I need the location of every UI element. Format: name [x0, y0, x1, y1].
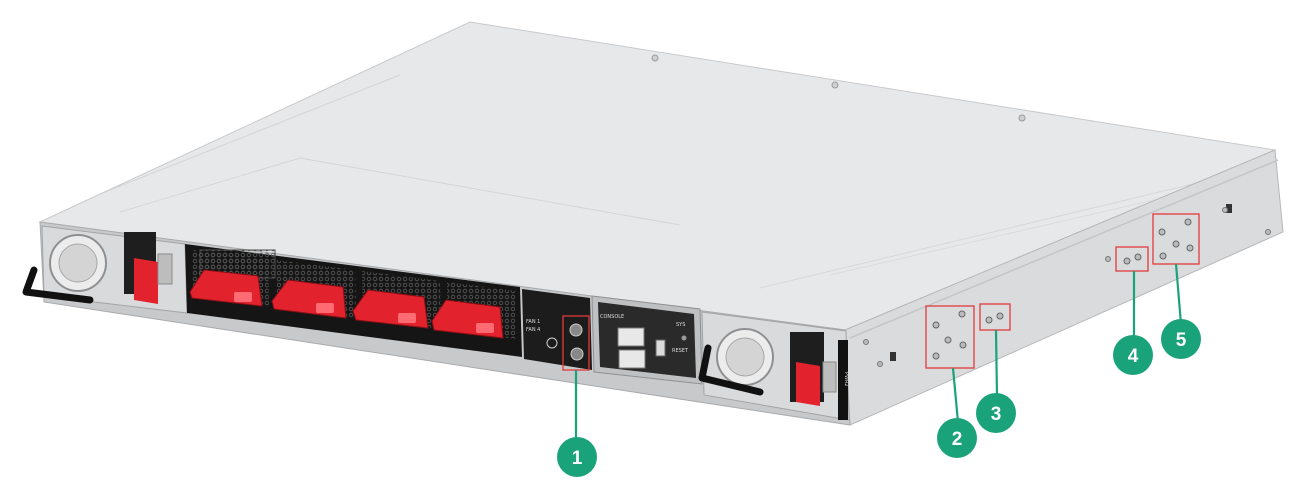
console-label: CONSOLE: [600, 314, 624, 320]
callout-2-badge: [937, 418, 977, 458]
sys-led: [681, 335, 687, 341]
psu-right-handle-icon: [698, 344, 764, 396]
top-seam: [119, 157, 681, 226]
mount-hole: [1172, 240, 1180, 248]
psu-right-fan-hub: [725, 337, 765, 377]
mount-hole: [1134, 253, 1142, 261]
power-supply-right: PWR2: [698, 311, 850, 421]
highlight-box-2: [925, 305, 975, 369]
psu-left-clip: [157, 253, 173, 285]
mount-hole: [932, 321, 940, 329]
side-screw: [1105, 256, 1111, 262]
mount-hole: [985, 316, 993, 324]
top-seam: [759, 174, 1231, 289]
mount-hole: [1158, 228, 1166, 236]
mounting-holes-group-3: [985, 312, 1004, 324]
fan-handle-3-tag: [398, 313, 416, 323]
mount-hole: [1159, 252, 1167, 260]
side-screw: [1222, 207, 1228, 213]
rj45-port-bottom: [618, 349, 646, 369]
top-seam: [104, 74, 401, 193]
reset-label: RESET: [672, 348, 689, 354]
leader-2: [951, 367, 960, 423]
top-screw: [831, 81, 839, 89]
mount-hole: [944, 336, 952, 344]
leader-3: [994, 329, 999, 399]
top-screw: [1018, 114, 1026, 122]
management-module: CONSOLE SYS RESET: [591, 295, 703, 385]
psu-left-handle-icon: [22, 266, 94, 304]
side-slot: [1226, 204, 1232, 213]
ground-symbol-icon: [546, 337, 558, 349]
callout-1: 1: [557, 437, 597, 477]
callout-5-badge: [1161, 319, 1201, 359]
pwr-label-strip: [838, 340, 848, 420]
side-screw: [863, 339, 869, 345]
psu-left-latch: [134, 258, 158, 304]
mount-hole: [959, 341, 967, 349]
mount-hole: [932, 352, 940, 360]
side-screw: [1265, 229, 1271, 235]
mount-hole: [1186, 244, 1194, 252]
callout-4-number: 4: [1128, 346, 1139, 367]
callout-leaders: [574, 263, 1183, 442]
psu-right-latch: [796, 362, 820, 406]
grounding-screw-top: [569, 323, 583, 337]
callout-1-number: 1: [572, 448, 583, 469]
callout-5-number: 5: [1176, 330, 1187, 351]
grounding-panel: FAN 1 FAN 4: [522, 289, 592, 370]
psu-right-clip: [822, 361, 837, 393]
mounting-holes-group-2: [932, 310, 967, 360]
leader-5: [1174, 263, 1183, 325]
fan-handle-1-tag: [234, 292, 252, 302]
callout-3-number: 3: [991, 404, 1002, 425]
pwr-label: PWR2: [843, 372, 849, 387]
sys-label: SYS: [676, 322, 685, 328]
side-slot: [890, 352, 896, 361]
fan-handle-4-tag: [476, 323, 494, 333]
mounting-holes-group-4: [1123, 253, 1142, 265]
side-screw: [877, 361, 883, 367]
callout-5: 5: [1161, 319, 1201, 359]
callout-1-badge: [557, 437, 597, 477]
psu-left-fan-hub: [58, 243, 98, 283]
callout-3-badge: [976, 393, 1016, 433]
rj45-port-top: [617, 327, 645, 347]
mount-hole: [1123, 257, 1131, 265]
side-rail: [849, 159, 1279, 339]
callout-4: 4: [1113, 335, 1153, 375]
callout-2-number: 2: [952, 429, 963, 450]
power-supply-left: [22, 225, 188, 314]
callout-3: 3: [976, 393, 1016, 433]
fan-handles: [189, 269, 504, 339]
mounting-holes-group-5: [1158, 218, 1194, 260]
highlight-box-3: [979, 303, 1011, 331]
mount-hole: [958, 310, 966, 318]
mount-hole: [1184, 218, 1192, 226]
fan-led-label-1: FAN 1: [526, 319, 540, 325]
grounding-screw-bottom: [570, 347, 584, 361]
callout-2: 2: [937, 418, 977, 458]
top-screw: [651, 54, 659, 62]
fan-handle-2-tag: [316, 303, 334, 313]
usb-port: [655, 339, 666, 357]
fan-led-label-2: FAN 4: [526, 327, 540, 333]
mount-hole: [996, 312, 1004, 320]
callout-4-badge: [1113, 335, 1153, 375]
highlight-box-4: [1115, 246, 1149, 272]
